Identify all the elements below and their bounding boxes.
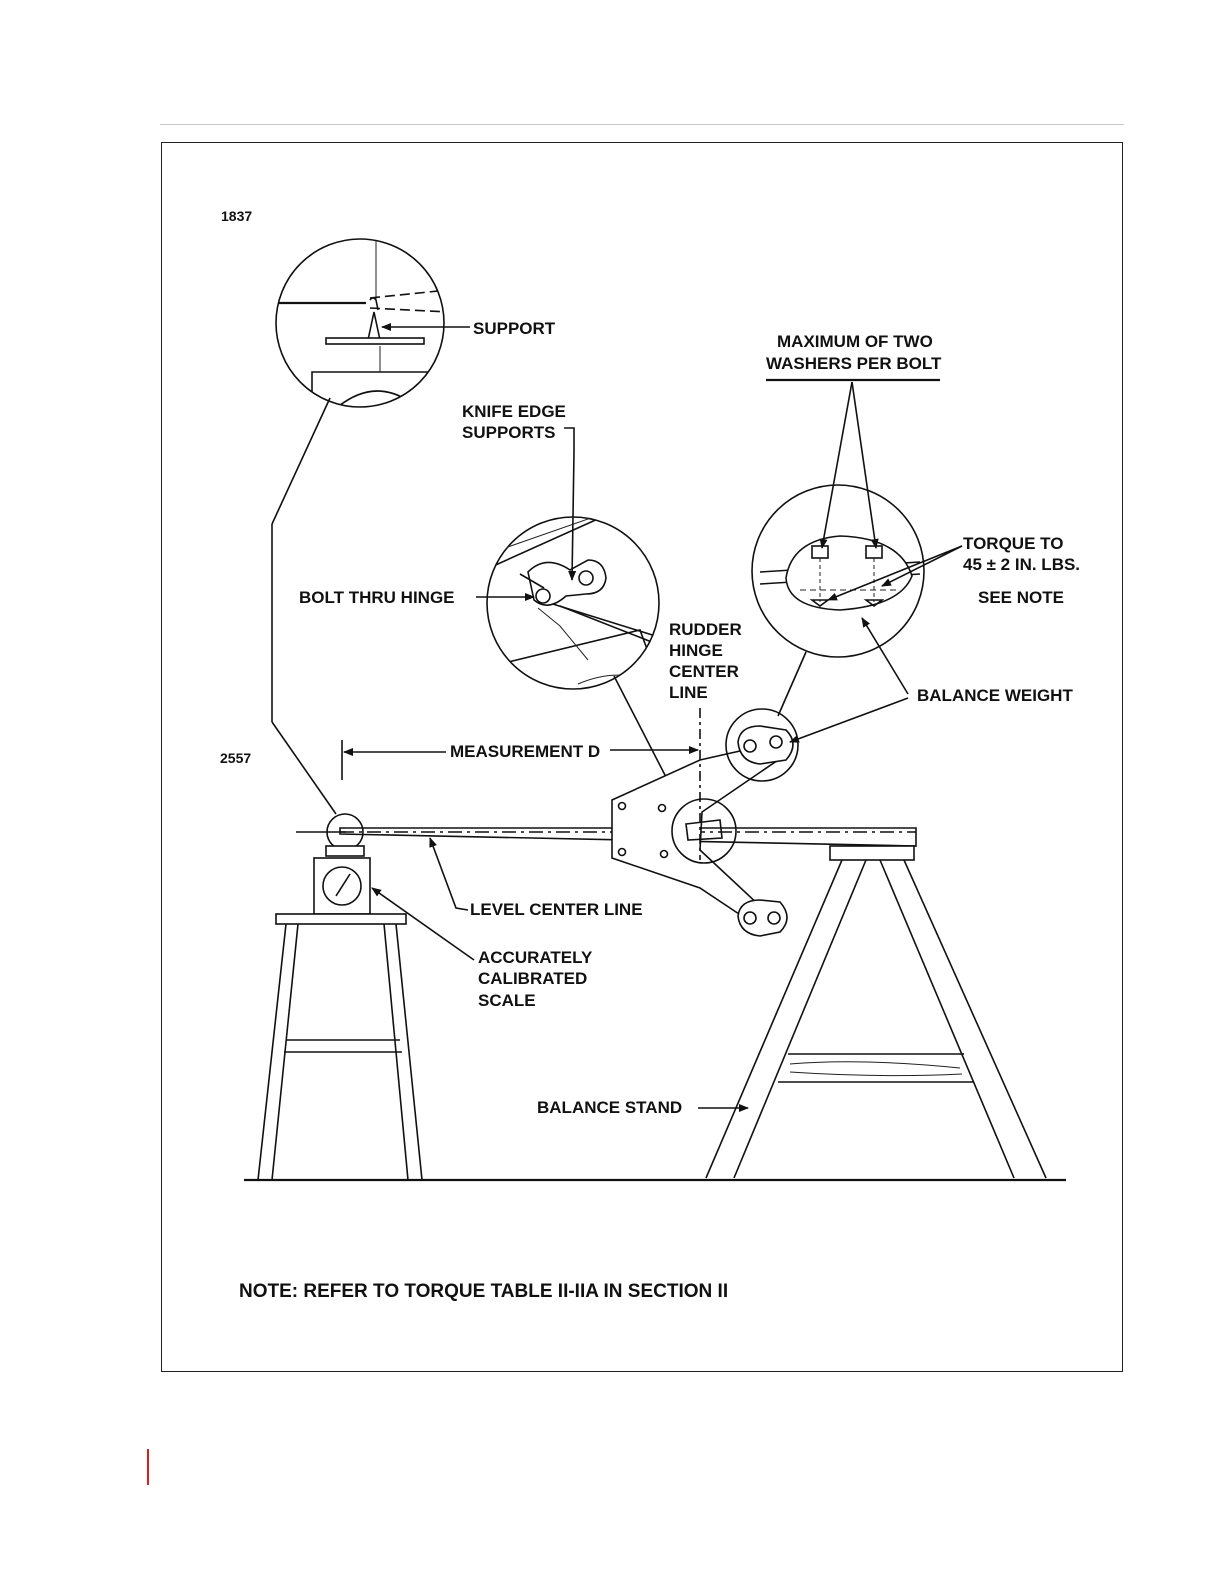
label-scale-2: CALIBRATED <box>478 969 587 988</box>
left-stand <box>258 914 422 1180</box>
label-see-note: SEE NOTE <box>978 588 1064 607</box>
label-max-washers-2: WASHERS PER BOLT <box>766 354 942 373</box>
ref-number-top: 1837 <box>221 208 252 224</box>
detail-bolt-thru-hinge <box>480 512 684 812</box>
label-knife-edge-1: KNIFE EDGE <box>462 402 566 421</box>
calibrated-scale <box>314 846 370 914</box>
label-balance-weight: BALANCE WEIGHT <box>917 686 1073 705</box>
label-torque-2: 45 ± 2 IN. LBS. <box>963 555 1080 574</box>
label-level-center-line: LEVEL CENTER LINE <box>470 900 643 919</box>
label-knife-edge-2: SUPPORTS <box>462 423 556 442</box>
label-measurement-d: MEASUREMENT D <box>450 742 600 761</box>
figure-note: NOTE: REFER TO TORQUE TABLE II-IIA IN SE… <box>239 1281 728 1302</box>
detail-knife-edge-support <box>268 238 448 814</box>
label-rudder-4: LINE <box>669 683 708 702</box>
label-bolt-thru-hinge: BOLT THRU HINGE <box>299 588 455 607</box>
balance-stand <box>706 846 1046 1178</box>
label-rudder-2: HINGE <box>669 641 723 660</box>
label-scale-1: ACCURATELY <box>478 948 593 967</box>
ref-number-middle: 2557 <box>220 750 251 766</box>
label-torque-1: TORQUE TO <box>963 534 1063 553</box>
detail-balance-weight <box>752 485 924 716</box>
label-max-washers-1: MAXIMUM OF TWO <box>777 332 933 351</box>
leader-arrows <box>342 327 962 1108</box>
label-balance-stand: BALANCE STAND <box>537 1098 682 1117</box>
label-rudder-1: RUDDER <box>669 620 742 639</box>
label-support: SUPPORT <box>473 319 556 338</box>
label-rudder-3: CENTER <box>669 662 739 681</box>
label-scale-3: SCALE <box>478 991 536 1010</box>
